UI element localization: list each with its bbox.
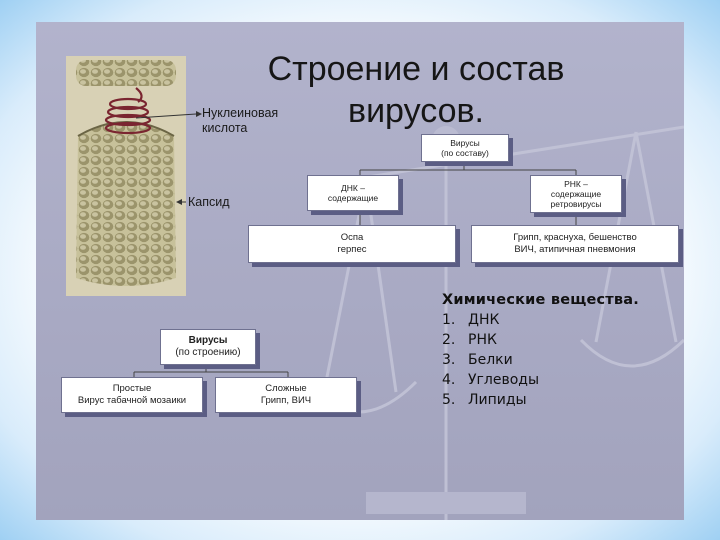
simple-box-line1: Простые — [113, 383, 152, 395]
complex-box-line2: Грипп, ВИЧ — [261, 395, 311, 407]
simple-viruses-box: Простые Вирус табачной мозаики — [61, 377, 203, 413]
dna-containing-box: ДНК – содержащие — [307, 175, 399, 211]
dna-box-line1: ДНК – — [341, 183, 365, 193]
composition-root-box: Вирусы (по составу) — [421, 134, 509, 162]
chemical-substances-title: Химические вещества. — [442, 290, 639, 310]
dna-box-line2: содержащие — [328, 193, 378, 203]
composition-tree-connectors — [36, 22, 684, 520]
list-item: 4.Углеводы — [442, 370, 639, 390]
rna-examples-box: Грипп, краснуха, бешенство ВИЧ, атипична… — [471, 225, 679, 263]
structure-root-box: Вирусы (по строению) — [160, 329, 256, 365]
list-item: 5.Липиды — [442, 390, 639, 410]
chemical-substances-section: Химические вещества. 1.ДНК 2.РНК 3.Белки… — [442, 290, 639, 410]
rna-box-line1: РНК – — [564, 179, 588, 189]
rna-examples-line1: Грипп, краснуха, бешенство — [513, 232, 637, 244]
rna-containing-box: РНК – содержащие ретровирусы — [530, 175, 622, 213]
chemical-substances-list: 1.ДНК 2.РНК 3.Белки 4.Углеводы 5.Липиды — [442, 310, 639, 410]
rna-box-line2: содержащие — [551, 189, 601, 199]
dna-examples-line2: герпес — [337, 244, 366, 256]
dna-examples-line1: Оспа — [341, 232, 364, 244]
rna-examples-line2: ВИЧ, атипичная пневмония — [514, 244, 635, 256]
list-item: 1.ДНК — [442, 310, 639, 330]
rna-box-line3: ретровирусы — [551, 199, 602, 209]
slide: Строение и состав вирусов. — [36, 22, 684, 520]
list-item: 2.РНК — [442, 330, 639, 350]
structure-root-line2: (по строению) — [175, 347, 240, 359]
dna-examples-box: Оспа герпес — [248, 225, 456, 263]
composition-root-line1: Вирусы — [450, 138, 480, 148]
composition-root-line2: (по составу) — [441, 148, 489, 158]
simple-box-line2: Вирус табачной мозаики — [78, 395, 186, 407]
complex-viruses-box: Сложные Грипп, ВИЧ — [215, 377, 357, 413]
structure-root-line1: Вирусы — [189, 335, 228, 347]
list-item: 3.Белки — [442, 350, 639, 370]
complex-box-line1: Сложные — [265, 383, 306, 395]
